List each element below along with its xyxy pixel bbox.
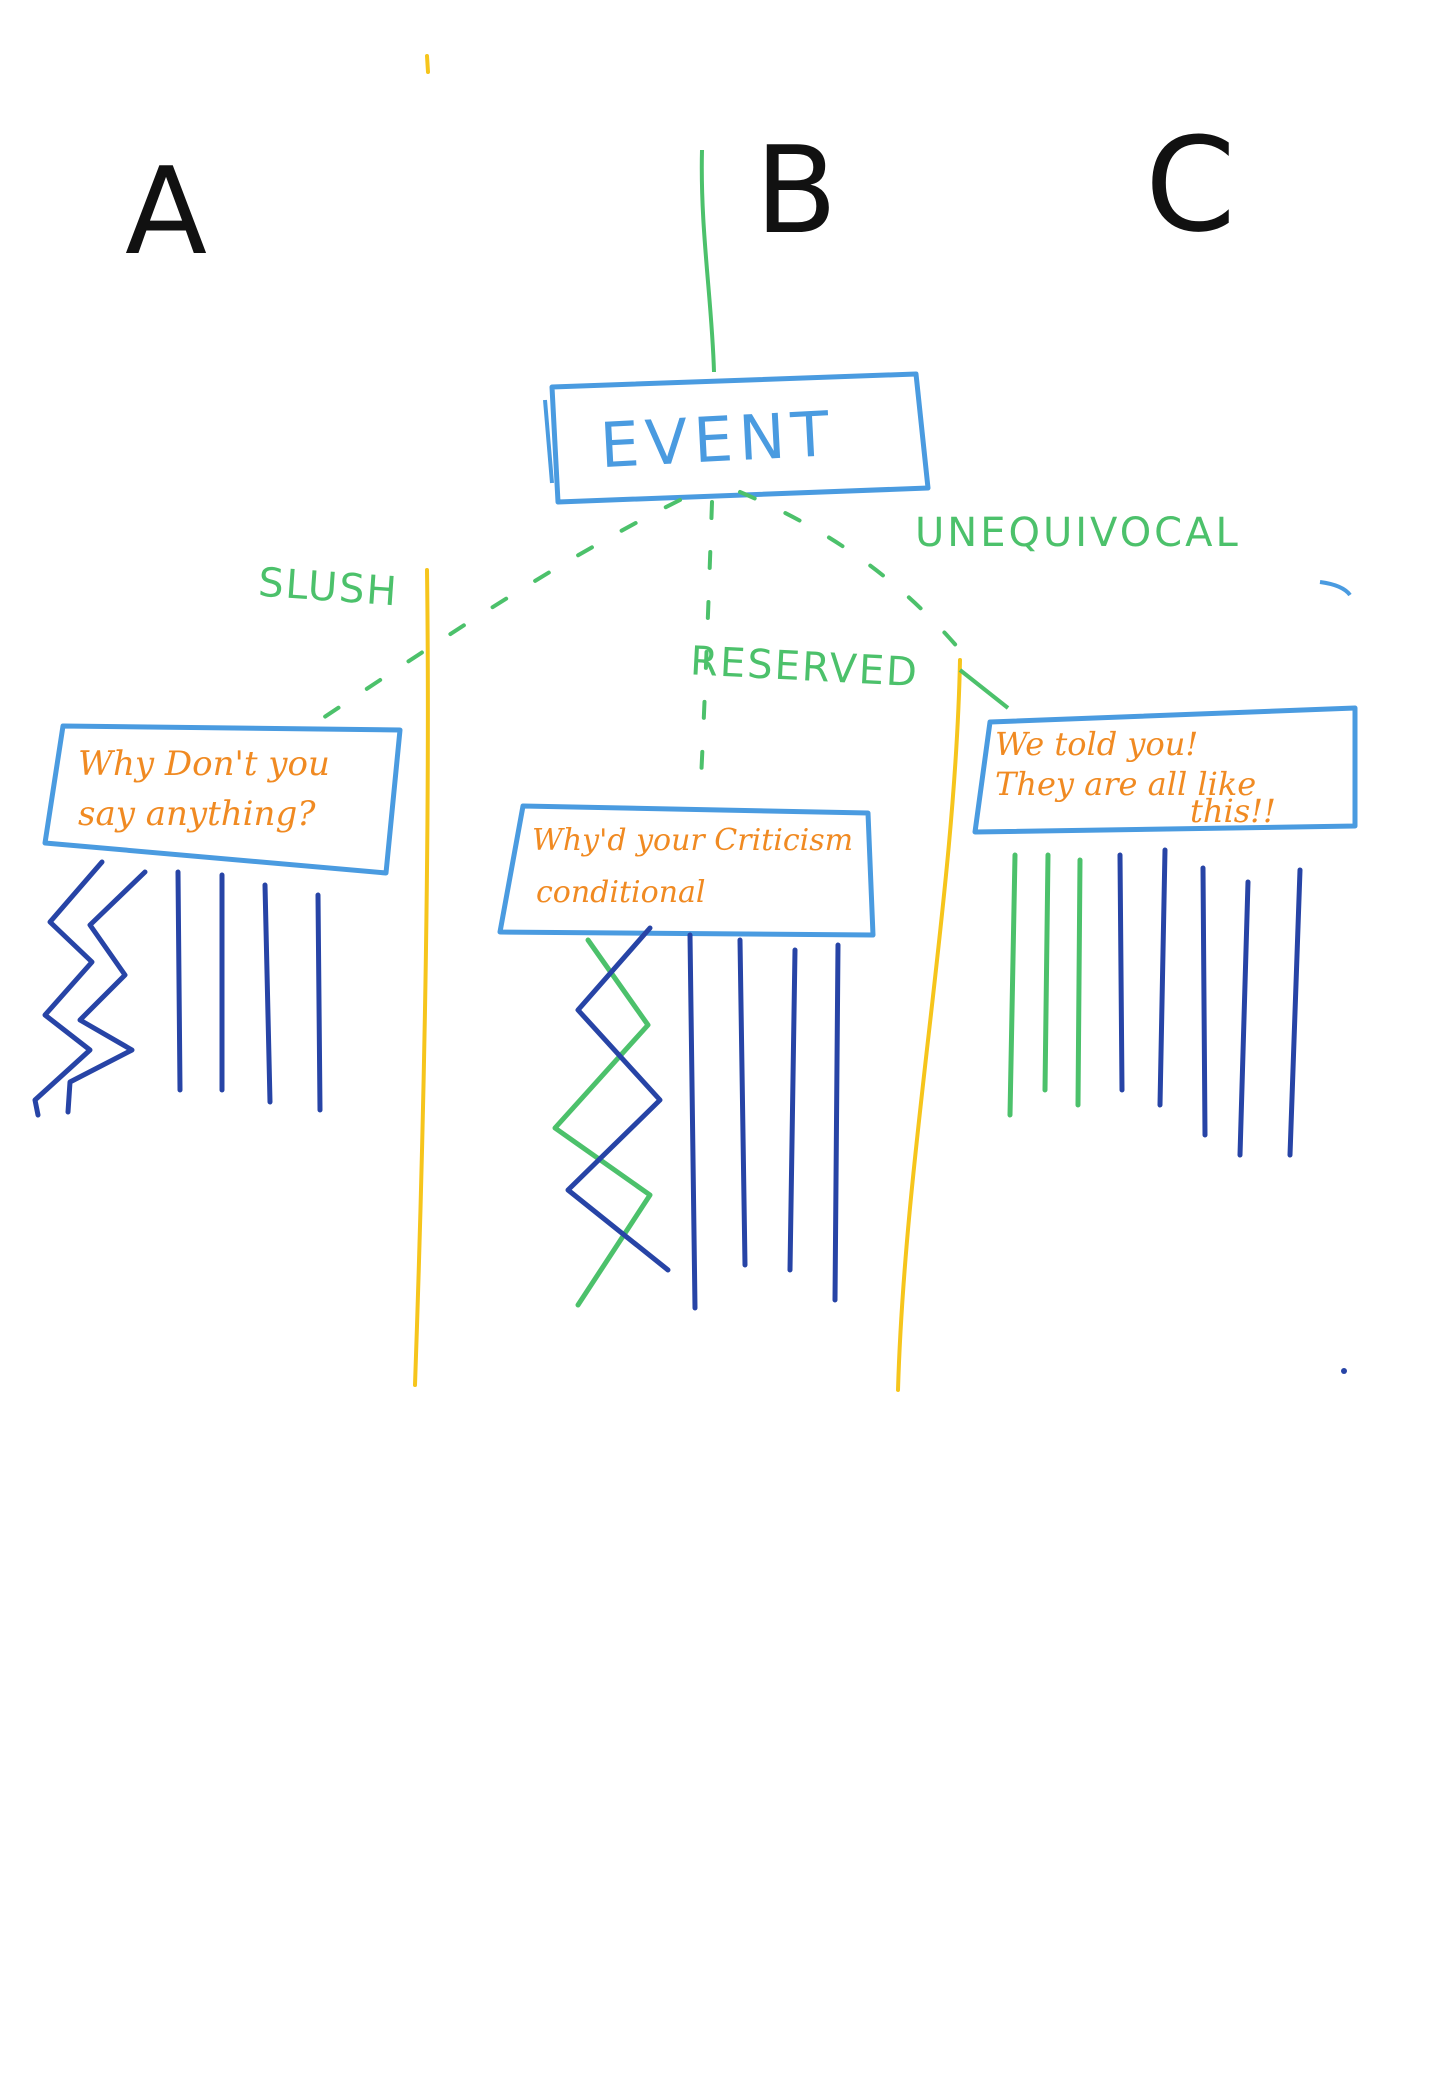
strokes-c	[1007, 847, 1303, 1158]
note-c-line1: We told you!	[995, 725, 1198, 763]
event-label: EVENT	[598, 397, 837, 482]
stroke-b-4	[832, 942, 841, 1303]
zigzag-b-green	[552, 937, 653, 1308]
event-box: EVENT	[543, 371, 931, 505]
stroke-a-4	[315, 892, 323, 1113]
zigzag-a-2	[65, 869, 148, 1115]
divider-left	[413, 568, 430, 1387]
zigzag-b-blue	[565, 925, 671, 1273]
note-b-line2: conditional	[536, 875, 706, 910]
note-a-line1: Why Don't you	[78, 744, 330, 784]
stray-dot	[1341, 1368, 1347, 1374]
branch-left	[318, 498, 682, 722]
stroke-c-blue-4	[1237, 879, 1251, 1158]
zigzag-a-1	[32, 859, 105, 1118]
stroke-b-2	[737, 937, 748, 1268]
strokes-b	[552, 925, 841, 1311]
divider-top-stub	[425, 54, 430, 74]
branch-lines	[318, 490, 962, 802]
stroke-c-blue-2	[1157, 847, 1168, 1108]
note-c-line3: this!!	[1190, 792, 1276, 830]
branch-label-slush: SLUSH	[257, 560, 400, 616]
column-label-b: B	[755, 122, 837, 261]
branch-label-unequivocal: UNEQUIVOCAL	[915, 510, 1241, 556]
stroke-c-blue-1	[1117, 852, 1125, 1093]
stroke-b-1	[687, 932, 698, 1311]
stroke-a-1	[175, 869, 183, 1093]
stray-marks	[1319, 580, 1352, 597]
branch-middle	[698, 500, 714, 802]
stroke-c-blue-5	[1287, 867, 1303, 1158]
note-c-line2: They are all like	[995, 765, 1256, 803]
stroke-b-3	[787, 947, 798, 1273]
note-box-c: We told you! They are all like this!!	[972, 705, 1358, 835]
column-dividers	[413, 54, 962, 1392]
stroke-c-green-3	[1075, 857, 1083, 1108]
stroke-c-green-1	[1007, 852, 1018, 1118]
stroke-c-green-2	[1042, 852, 1051, 1093]
column-label-a: A	[125, 143, 207, 282]
note-box-b: Why'd your Criticism conditional	[497, 803, 876, 938]
column-label-c: C	[1145, 109, 1236, 261]
note-b-line1: Why'd your Criticism	[532, 823, 853, 858]
branch-right-tail	[958, 668, 1010, 710]
note-box-a: Why Don't you say anything?	[42, 723, 403, 876]
stroke-c-blue-3	[1200, 865, 1208, 1138]
branch-label-reserved: RESERVED	[689, 638, 920, 696]
strokes-a	[32, 859, 323, 1118]
stroke-a-3	[262, 882, 273, 1105]
divider-right	[896, 658, 962, 1392]
event-input-line	[699, 149, 716, 373]
note-a-line2: say anything?	[78, 794, 316, 834]
